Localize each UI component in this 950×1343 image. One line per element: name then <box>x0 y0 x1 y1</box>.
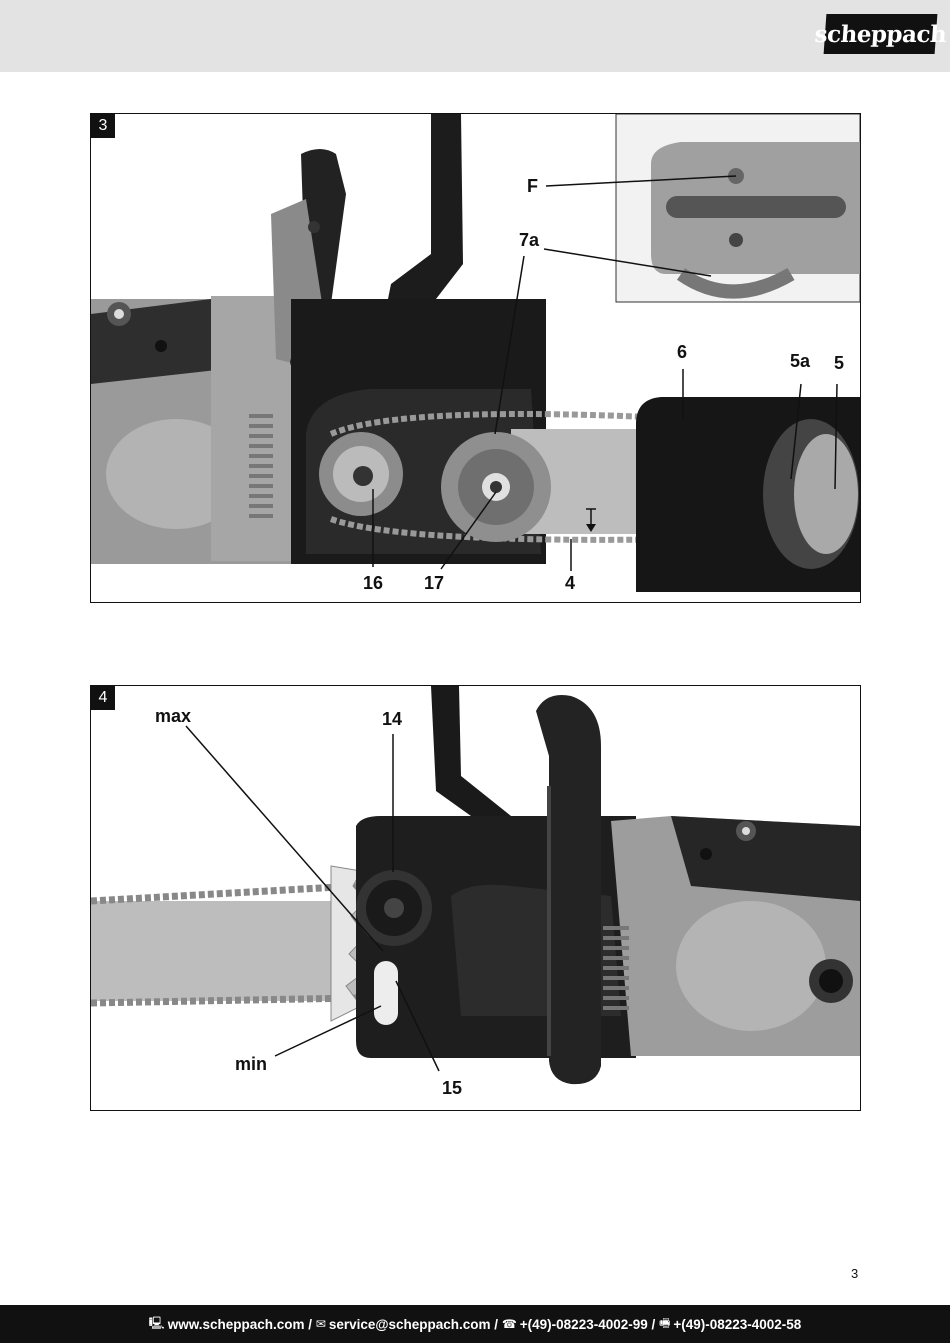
figure-4: 4 <box>90 685 861 1111</box>
computer-icon: 🖳 <box>148 1315 165 1330</box>
figure-3-photo <box>91 114 860 592</box>
callout-14: 14 <box>382 709 403 729</box>
callout-min: min <box>235 1054 268 1074</box>
figure-3-number: 3 <box>91 114 115 138</box>
fax-icon: 🖷 <box>659 1315 671 1330</box>
callout-6: 6 <box>677 342 688 362</box>
footer-phone: +(49)-08223-4002-99 / <box>519 1316 656 1332</box>
phone-icon: ☎ <box>501 1317 517 1331</box>
footer-bar: 🖳 www.scheppach.com / ✉ service@scheppac… <box>0 1305 950 1343</box>
footer-fax: +(49)-08223-4002-58 <box>673 1316 802 1332</box>
callout-7a: 7a <box>519 230 540 250</box>
callout-4: 4 <box>565 573 576 593</box>
footer-email[interactable]: service@scheppach.com / <box>328 1316 499 1332</box>
email-icon: ✉ <box>315 1317 326 1331</box>
callout-5: 5 <box>834 353 845 373</box>
scheppach-logo: scheppach <box>814 14 947 54</box>
callout-5a: 5a <box>790 351 811 371</box>
page-number: 3 <box>851 1266 859 1281</box>
callout-max: max <box>155 706 192 726</box>
header-band <box>0 0 950 72</box>
footer-website[interactable]: www.scheppach.com / <box>167 1316 312 1332</box>
figure-3: 3 <box>90 113 861 603</box>
callout-15: 15 <box>442 1078 463 1098</box>
callout-F: F <box>527 176 538 196</box>
figure-4-number: 4 <box>91 686 115 710</box>
callout-16: 16 <box>363 573 384 593</box>
callout-17: 17 <box>424 573 445 593</box>
figure-4-photo <box>91 686 860 1085</box>
